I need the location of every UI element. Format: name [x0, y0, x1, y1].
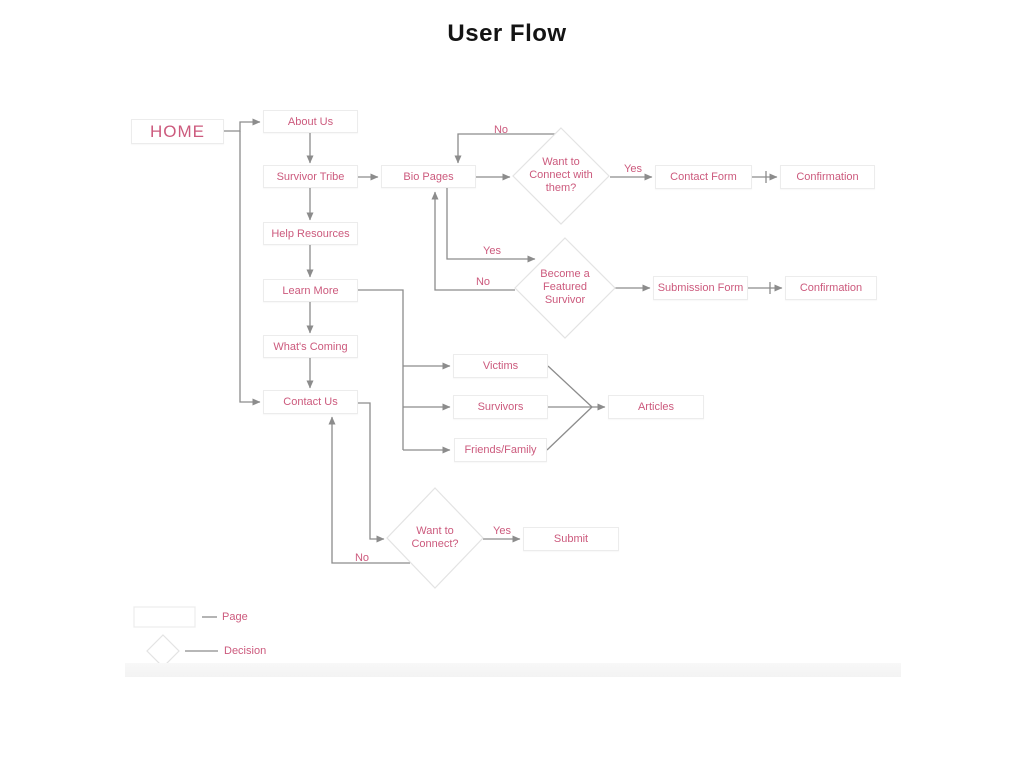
edge-bio-pages-to-become-featured — [446, 188, 536, 263]
edge-home-to-about-us — [224, 118, 261, 132]
edge-label-no-featured: No — [475, 276, 491, 288]
node-confirmation-2: Confirmation — [785, 276, 877, 300]
edge-label-no-contact-us: No — [354, 552, 370, 564]
decision-want-connect-them-label: Want to Connect with them? — [529, 156, 593, 194]
edge-home-to-contact-us — [239, 131, 261, 406]
edge-friends-family-to-articles — [546, 406, 593, 451]
node-help-resources: Help Resources — [263, 222, 358, 245]
node-confirmation-1: Confirmation — [780, 165, 875, 189]
edge-victims-to-articles — [547, 365, 593, 408]
decision-want-connect-label: Want to Connect? — [411, 525, 459, 550]
edge-contact-us-to-want-connect — [358, 402, 385, 543]
node-survivor-tribe: Survivor Tribe — [263, 165, 358, 188]
decision-become-featured-label: Become a Featured Survivor — [540, 268, 590, 306]
node-submission-form: Submission Form — [653, 276, 748, 300]
legend-page-shape — [133, 606, 196, 628]
node-about-us: About Us — [263, 110, 358, 133]
edge-no-back-to-bio-pages-top — [454, 133, 556, 164]
node-whats-coming: What's Coming — [263, 335, 358, 358]
edge-want-connect-no-to-contact-us — [328, 416, 410, 564]
node-home: HOME — [131, 119, 224, 144]
node-victims: Victims — [453, 354, 548, 378]
node-learn-more: Learn More — [263, 279, 358, 302]
node-bio-pages: Bio Pages — [381, 165, 476, 188]
edge-learn-more-branch-spine — [358, 289, 404, 450]
page-title: User Flow — [447, 20, 567, 47]
edge-label-yes-submit: Yes — [493, 525, 511, 537]
node-friends-family: Friends/Family — [454, 438, 547, 462]
node-survivors: Survivors — [453, 395, 548, 419]
legend-page-label: Page — [222, 611, 248, 623]
edge-label-yes-featured: Yes — [483, 245, 501, 257]
slide-bottom-shadow — [125, 663, 901, 677]
edge-become-featured-no-to-bio-pages — [431, 191, 515, 291]
decision-become-featured-diamond — [514, 237, 616, 339]
node-contact-us: Contact Us — [263, 390, 358, 414]
edge-label-no-top: No — [493, 124, 509, 136]
node-contact-form: Contact Form — [655, 165, 752, 189]
legend-decision-label: Decision — [224, 645, 267, 657]
decision-want-connect-diamond — [386, 487, 484, 589]
node-submit: Submit — [523, 527, 619, 551]
edge-label-yes-contact-form: Yes — [624, 163, 642, 175]
node-articles: Articles — [608, 395, 704, 419]
decision-want-connect-them-diamond — [512, 127, 610, 225]
